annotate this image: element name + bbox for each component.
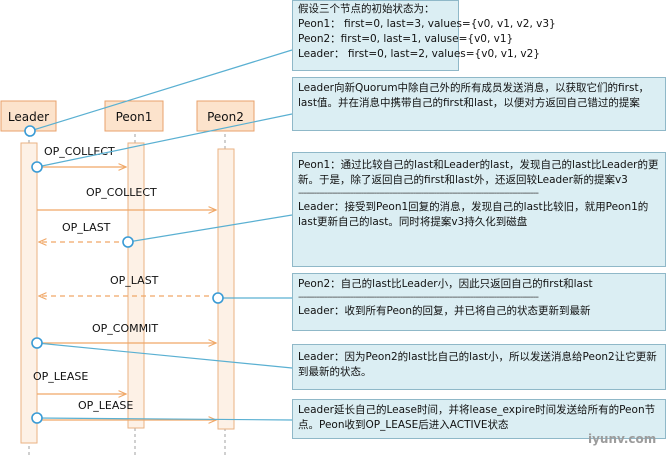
note-initial-peon2: Peon2：first=0, last=1, valuse={v0, v1} bbox=[298, 33, 514, 45]
anchor-leader-box bbox=[24, 125, 36, 137]
anchor-op-last-peon2 bbox=[212, 292, 224, 304]
watermark-text: iyunv.com bbox=[588, 432, 657, 446]
participant-peon1-label: Peon1 bbox=[116, 110, 153, 124]
anchor-op-last-peon1 bbox=[122, 236, 134, 248]
participant-peon1-box bbox=[104, 100, 164, 132]
note-initial-state: 假设三个节点的初始状态为： Peon1： first=0, last=3, va… bbox=[292, 0, 556, 71]
participant-peon2-box bbox=[196, 100, 255, 132]
note-op-last-peon1: Peon1：通过比较自己的last和Leader的last，发现自己的last比… bbox=[292, 152, 666, 267]
message-op-lease-peon2-label: OP_LEASE bbox=[78, 399, 133, 412]
note-connector-collect bbox=[36, 113, 293, 168]
message-op-collect-peon2-label: OP_COLLECT bbox=[86, 186, 157, 199]
anchor-op-collect bbox=[31, 161, 43, 173]
note-op-lease: Leader延长自己的Lease时间，并将lease_expire时间发送给所有… bbox=[292, 399, 666, 439]
message-op-lease-peon1-label: OP_LEASE bbox=[33, 370, 88, 383]
peon2-activation-bar bbox=[217, 148, 235, 430]
note-connector-commit bbox=[36, 342, 293, 369]
note-initial-peon1: Peon1： first=0, last=3, values={v0, v1, … bbox=[298, 18, 556, 30]
note-peon1-leader-text: Leader：接受到Peon1回复的消息，发现自己的last比较旧，就用Peon… bbox=[298, 201, 649, 228]
note-peon1-separator: ----------------------------------------… bbox=[298, 188, 539, 199]
peon1-activation-bar bbox=[127, 142, 145, 429]
note-initial-leader: Leader： first=0, last=2, values={v0, v1,… bbox=[298, 48, 540, 60]
participant-peon2-label: Peon2 bbox=[207, 110, 244, 124]
note-peon2-separator: ----------------------------------------… bbox=[298, 292, 539, 303]
note-op-commit-text: Leader：因为Peon2的last比自己的last小，所以发送消息给Peon… bbox=[298, 351, 657, 378]
leader-activation-bar bbox=[20, 142, 38, 444]
message-op-collect-peon1-label: OP_COLLECT bbox=[44, 145, 115, 158]
anchor-op-commit bbox=[31, 337, 43, 349]
note-op-collect: Leader向新Quorum中除自己外的所有成员发送消息，以获取它们的first… bbox=[292, 77, 666, 131]
note-peon2-leader-text: Leader：收到所有Peon的回复，并已将自己的状态更新到最新 bbox=[298, 305, 591, 317]
note-connector-lease bbox=[36, 417, 293, 421]
note-op-lease-text: Leader延长自己的Lease时间，并将lease_expire时间发送给所有… bbox=[298, 404, 656, 431]
message-op-commit-label: OP_COMMIT bbox=[92, 322, 158, 335]
message-op-last-peon2-label: OP_LAST bbox=[110, 274, 159, 287]
note-peon1-text: Peon1：通过比较自己的last和Leader的last，发现自己的last比… bbox=[298, 159, 659, 186]
note-op-commit: Leader：因为Peon2的last比自己的last小，所以发送消息给Peon… bbox=[292, 344, 666, 390]
note-op-last-peon2: Peon2：自己的last比Leader小，因此只返回自己的first和last… bbox=[292, 273, 666, 331]
participant-leader-label: Leader bbox=[8, 110, 49, 124]
note-connector-peon1-last bbox=[127, 214, 293, 243]
anchor-op-lease bbox=[31, 412, 43, 424]
note-initial-title: 假设三个节点的初始状态为： bbox=[298, 3, 435, 15]
note-peon2-text: Peon2：自己的last比Leader小，因此只返回自己的first和last bbox=[298, 278, 593, 290]
note-connector-initial bbox=[29, 49, 293, 132]
message-op-last-peon1-label: OP_LAST bbox=[62, 221, 111, 234]
note-op-collect-text: Leader向新Quorum中除自己外的所有成员发送消息，以获取它们的first… bbox=[298, 82, 650, 109]
